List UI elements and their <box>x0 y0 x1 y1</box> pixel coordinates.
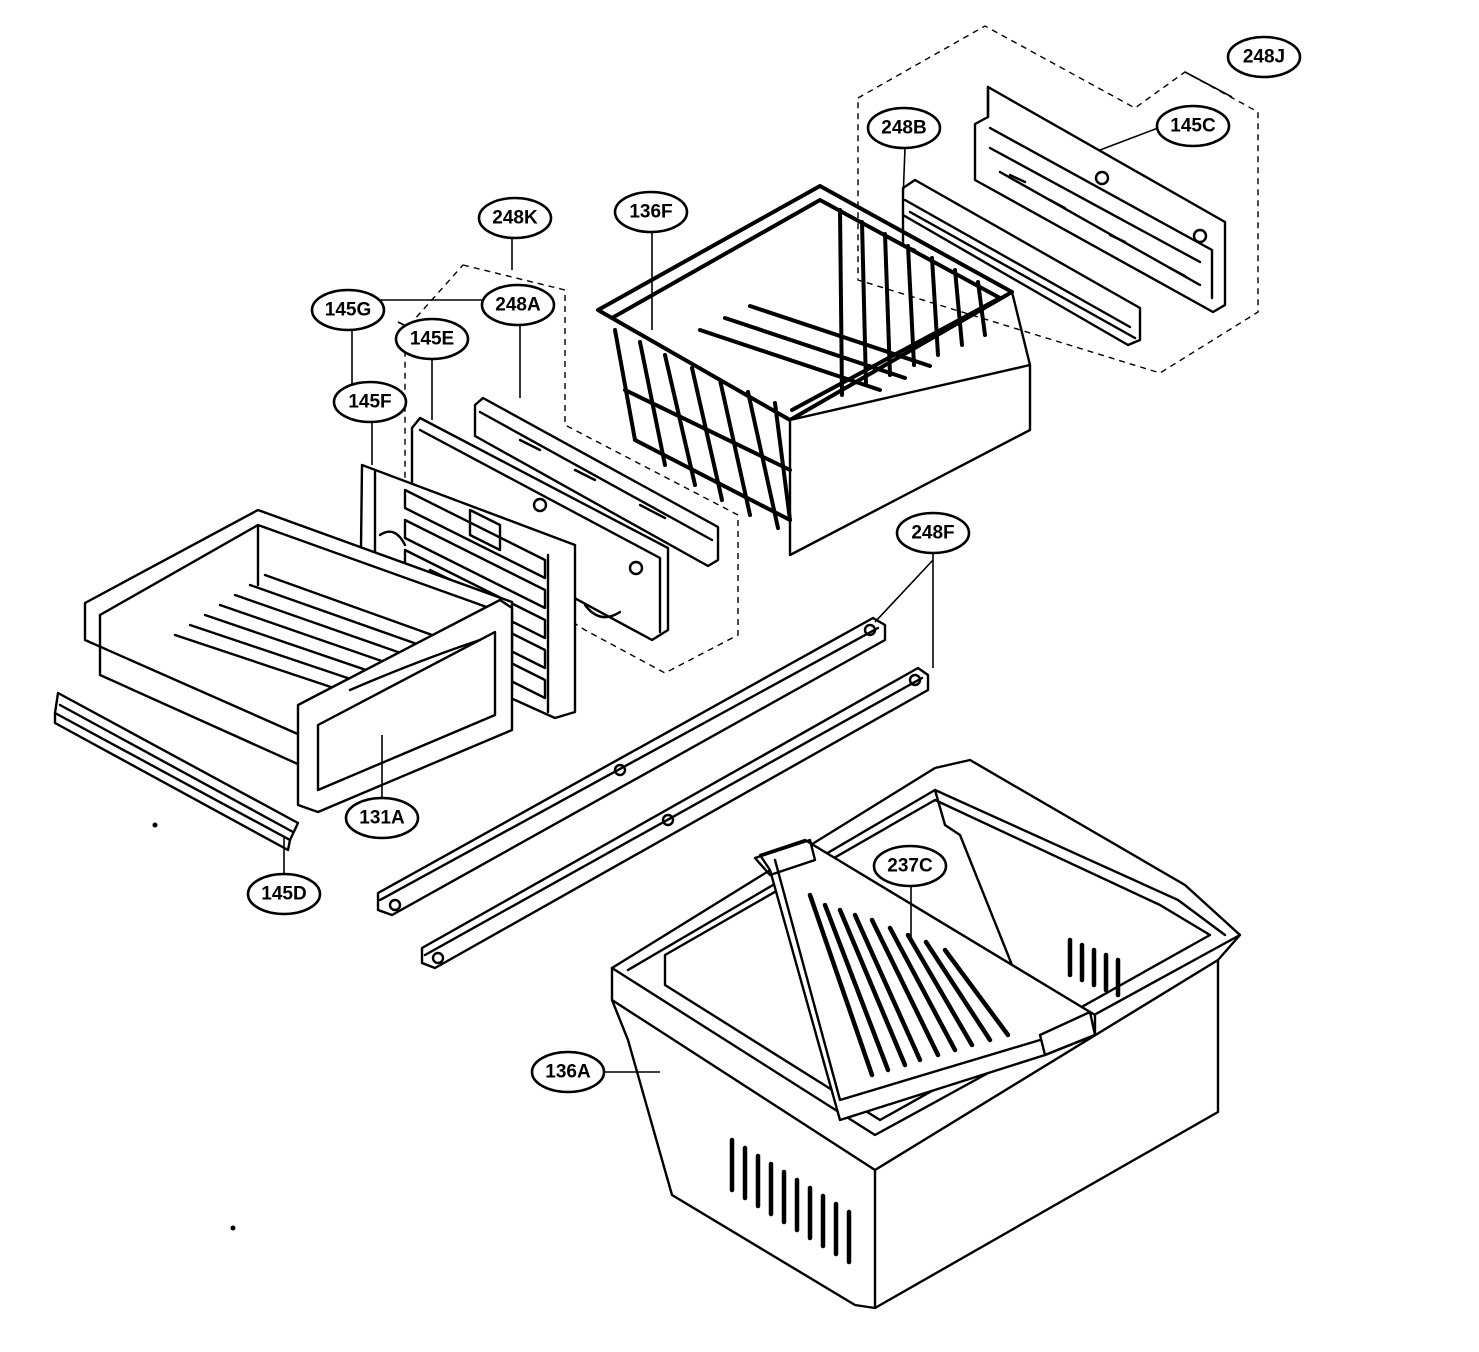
speck <box>230 1225 236 1231</box>
callout-248j: 248J <box>1226 35 1302 79</box>
callout-248f: 248F <box>895 511 971 555</box>
callout-label: 248A <box>495 295 541 316</box>
callout-136a: 136A <box>530 1050 606 1094</box>
slide-rails-248f <box>376 616 930 970</box>
callout-145e: 145E <box>394 317 470 361</box>
callout-label: 248K <box>492 208 538 229</box>
callout-label: 131A <box>359 808 405 829</box>
speck <box>152 822 158 828</box>
callout-145f: 145F <box>332 380 408 424</box>
group-outline-248k <box>404 264 739 674</box>
callout-248k: 248K <box>477 196 553 240</box>
callout-label: 145D <box>261 884 306 905</box>
callout-label: 136F <box>629 202 672 223</box>
callout-145c: 145C <box>1155 104 1231 148</box>
callout-136f: 136F <box>613 190 689 234</box>
callout-145g: 145G <box>310 288 386 332</box>
callout-248b: 248B <box>866 106 942 150</box>
rail-248a <box>473 396 720 568</box>
callout-label: 145F <box>348 392 391 413</box>
callout-248a: 248A <box>480 283 556 327</box>
drawer-131a <box>83 508 514 814</box>
callout-145d: 145D <box>246 872 322 916</box>
wire-basket-136f <box>596 184 1032 557</box>
callout-label: 145C <box>1170 116 1216 137</box>
callout-label: 136A <box>545 1062 591 1083</box>
bracket-145c <box>973 85 1227 314</box>
callout-131a: 131A <box>344 796 420 840</box>
group-outline-248j <box>857 25 1259 374</box>
bracket-145e <box>410 416 670 642</box>
rail-145d <box>53 691 300 852</box>
callout-237c: 237C <box>872 844 948 888</box>
leader-lines <box>283 71 1233 1073</box>
callout-label: 145G <box>325 300 371 321</box>
divider-237c <box>753 838 1097 1122</box>
callout-label: 248F <box>911 523 954 544</box>
callout-label: 145E <box>410 329 454 350</box>
callout-label: 237C <box>887 856 933 877</box>
callout-label: 248J <box>1243 47 1285 68</box>
callout-label: 248B <box>881 118 926 139</box>
